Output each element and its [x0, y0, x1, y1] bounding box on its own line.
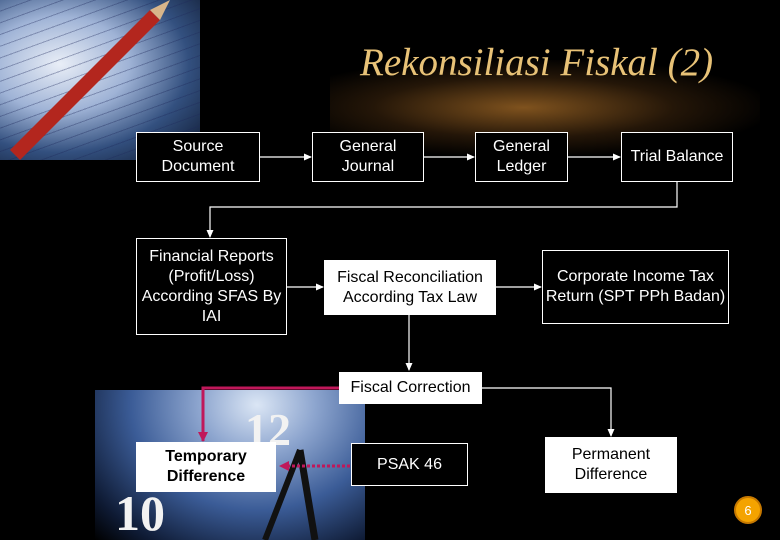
arrow-correction-to-permanent	[482, 387, 615, 437]
source-document-label: Source Document	[161, 138, 235, 175]
slide-title: Rekonsiliasi Fiskal (2)	[360, 41, 714, 84]
source-document-box: Source Document	[136, 132, 260, 182]
psak-46-box: PSAK 46	[351, 443, 468, 486]
trial-balance-box: Trial Balance	[621, 132, 733, 182]
temporary-difference-box: Temporary Difference	[136, 442, 276, 492]
trial-balance-label: Trial Balance	[630, 148, 724, 165]
psak-46-label: PSAK 46	[377, 455, 442, 473]
pencil-icon	[10, 0, 170, 160]
general-journal-label: General Journal	[339, 138, 397, 175]
fiscal-correction-box: Fiscal Correction	[339, 372, 482, 404]
permanent-difference-box: Permanent Difference	[545, 437, 677, 493]
general-ledger-box: General Ledger	[475, 132, 568, 182]
financial-reports-label: Financial Reports (Profit/Loss) Accordin…	[141, 247, 282, 325]
financial-reports-box: Financial Reports (Profit/Loss) Accordin…	[136, 238, 287, 335]
fiscal-correction-label: Fiscal Correction	[350, 379, 471, 396]
arrow-correction-to-temporary	[198, 386, 339, 442]
arrow-trial-to-reports	[206, 181, 678, 238]
svg-text:10: 10	[115, 485, 165, 540]
general-journal-box: General Journal	[312, 132, 424, 182]
temporary-difference-label: Temporary Difference	[165, 448, 247, 485]
page-number-badge: 6	[734, 496, 762, 524]
fiscal-reconciliation-label: Fiscal Reconciliation According Tax Law	[337, 268, 483, 306]
corporate-tax-return-box: Corporate Income Tax Return (SPT PPh Bad…	[542, 250, 729, 324]
general-ledger-label: General Ledger	[493, 138, 550, 175]
corporate-tax-return-label: Corporate Income Tax Return (SPT PPh Bad…	[545, 268, 726, 305]
permanent-difference-label: Permanent Difference	[571, 446, 651, 483]
fiscal-reconciliation-box: Fiscal Reconciliation According Tax Law	[324, 260, 496, 315]
